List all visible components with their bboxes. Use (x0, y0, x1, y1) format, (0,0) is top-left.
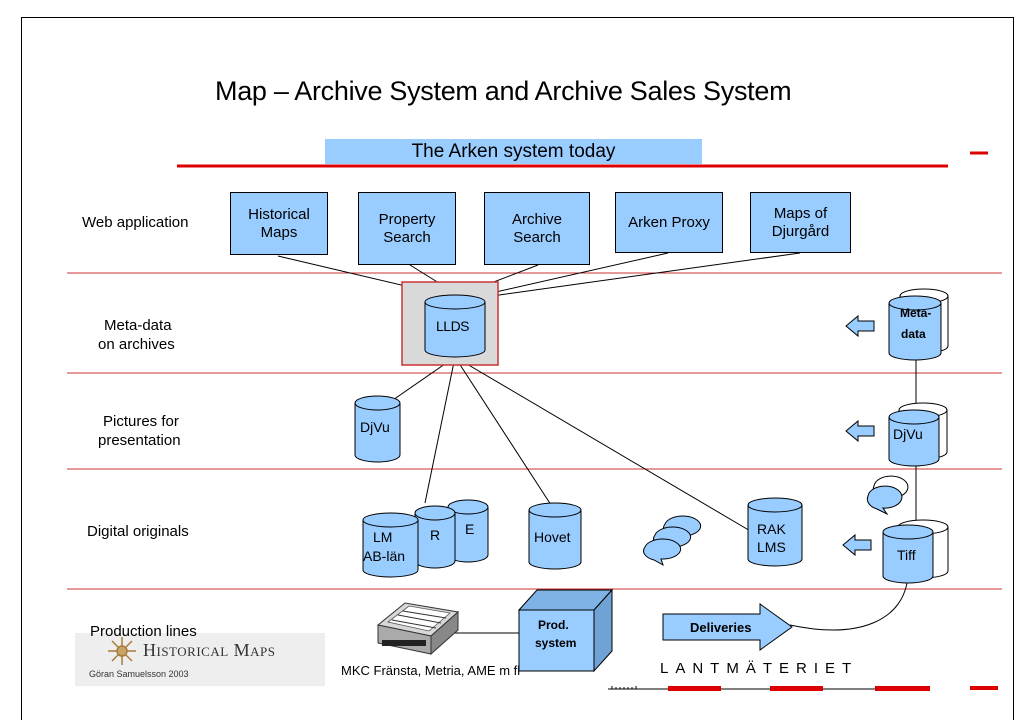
arrow-left-icon (845, 314, 875, 338)
web-app-label: Maps (260, 223, 298, 241)
logo-background (75, 633, 325, 686)
db-e-label: E (465, 521, 475, 537)
subtitle-banner: The Arken system today (325, 139, 702, 164)
layer-label-meta-1: Meta-data (104, 317, 172, 334)
db-rak-label-2: LMS (757, 539, 786, 555)
db-hovet-label: Hovet (534, 529, 571, 545)
layer-label-digital: Digital originals (87, 523, 189, 540)
web-app-label: Historical (248, 205, 310, 223)
speech-bubbles-icon (643, 515, 702, 567)
web-app-label: Djurgård (771, 222, 830, 240)
db-llds-label: LLDS (436, 318, 470, 334)
prod-system-label-2: system (535, 636, 577, 650)
db-hovet-cylinder (528, 502, 582, 570)
compass-rose-icon (108, 637, 136, 665)
author-credit: Göran Samuelsson 2003 (89, 669, 189, 679)
deliveries-label: Deliveries (690, 620, 752, 635)
db-rak-cylinder (747, 497, 803, 567)
historical-maps-logo: Historical Maps (143, 640, 276, 660)
db-lm-label-2: AB-län (363, 548, 406, 564)
db-e-cylinder (447, 499, 489, 563)
speech-bubbles-right-icon (866, 475, 909, 516)
layer-label-pictures-1: Pictures for (103, 413, 179, 430)
layer-separators (67, 272, 1002, 590)
db-r-label: R (430, 527, 441, 543)
db-r-cylinder (414, 505, 456, 569)
db-lm-label-1: LM (373, 529, 393, 545)
web-app-label: Property (378, 210, 436, 228)
layer-label-pictures-2: presentation (98, 432, 181, 449)
connectors (277, 252, 917, 634)
slide-frame (21, 17, 1014, 720)
db-djvu-right-cylinder (888, 409, 940, 467)
db-meta-label-1: Meta- (900, 306, 932, 320)
db-meta-cylinder (888, 295, 942, 361)
db-djvu-left-label: DjVu (360, 419, 390, 435)
layer-label-production: Production lines (90, 623, 197, 640)
left-arrows (842, 314, 875, 557)
page-title: Map – Archive System and Archive Sales S… (215, 76, 792, 106)
web-app-label: Archive (511, 210, 563, 228)
layer-label-web: Web application (82, 214, 189, 231)
arrow-left-icon (845, 419, 875, 443)
web-app-label: Search (383, 228, 431, 246)
red-dash-bottom (970, 686, 998, 690)
web-app-label: Search (513, 228, 561, 246)
deliveries-arrow (662, 603, 793, 651)
layer-label-meta-2: on archives (98, 336, 175, 353)
scale-bar (608, 686, 930, 691)
db-djvu-left-cylinder (354, 395, 401, 463)
database-cylinders (354, 288, 949, 584)
db-lm-cylinder (362, 512, 419, 578)
db-rak-label-1: RAK (757, 521, 786, 537)
db-meta-label-2: data (901, 327, 926, 341)
db-tiff-label: Tiff (897, 547, 916, 563)
db-llds-cylinder (424, 294, 486, 358)
web-app-arken-proxy: Arken Proxy (615, 192, 723, 253)
db-tiff-cylinder (882, 524, 934, 584)
suppliers-label: MKC Fränsta, Metria, AME m fl (341, 663, 521, 678)
prod-system-label-1: Prod. (538, 618, 569, 632)
web-app-label: Maps of (773, 204, 828, 222)
web-app-label: Arken Proxy (628, 213, 710, 231)
prod-system-box (517, 588, 614, 673)
lantmateriet-brand: LANTMÄTERIET (660, 660, 859, 677)
db-djvu-right-label: DjVu (893, 426, 923, 442)
scanner-icon (376, 602, 460, 656)
arrow-left-icon (842, 533, 872, 557)
